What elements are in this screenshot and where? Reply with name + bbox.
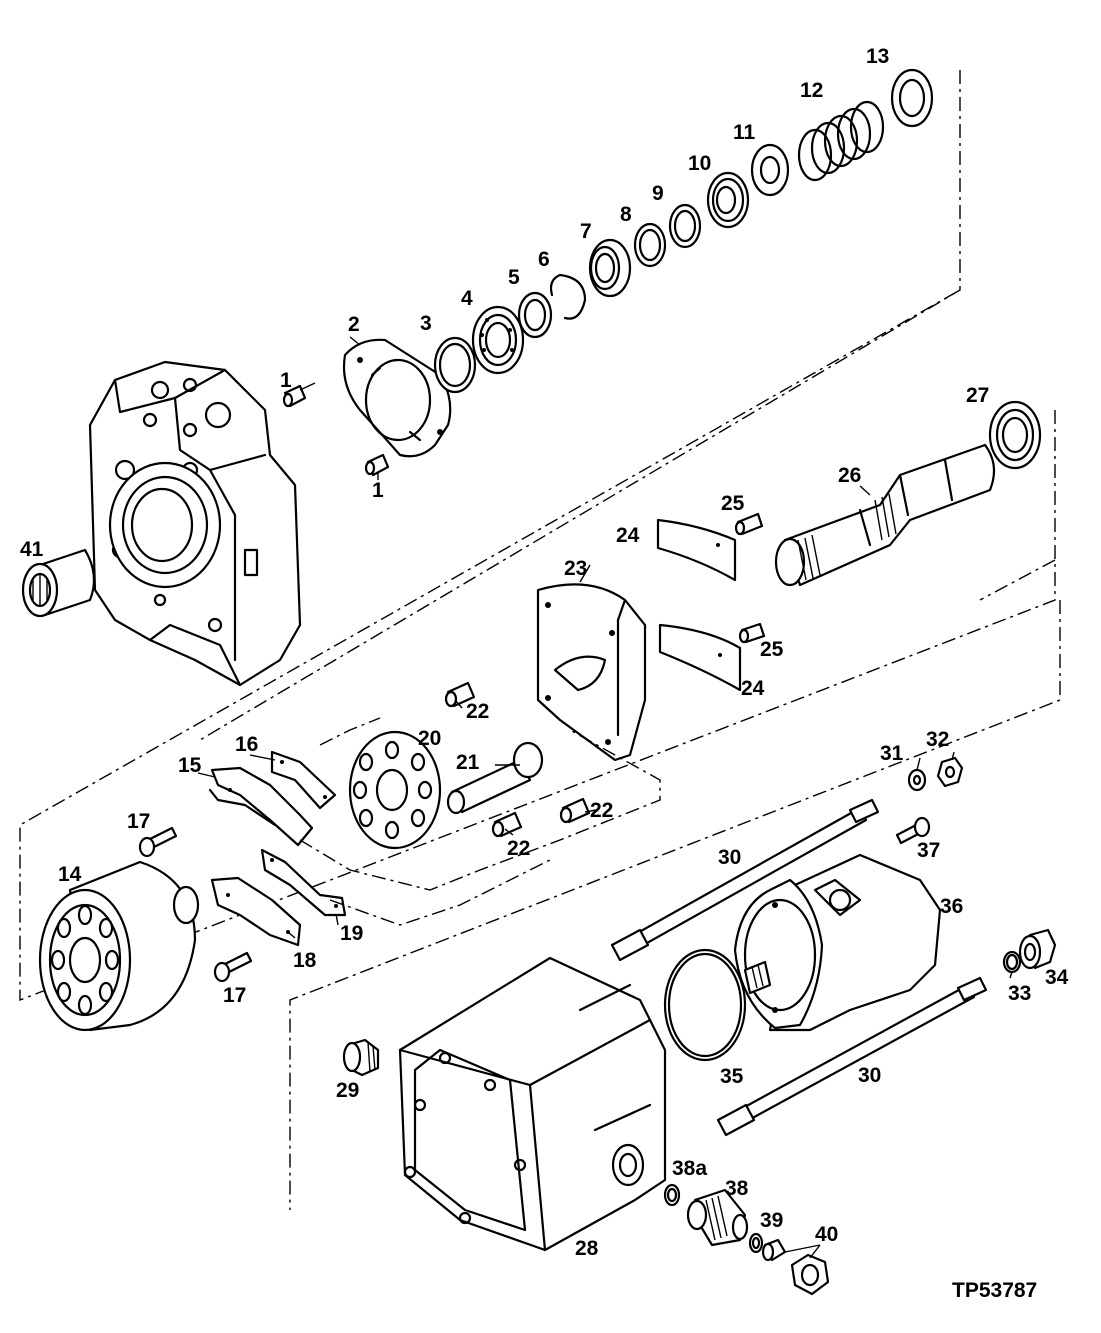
callout-25: 25 [760, 638, 784, 661]
callout-22: 22 [507, 837, 530, 860]
part-24-bearing-segments [656, 518, 742, 692]
part-40-cap-nut [761, 1238, 830, 1296]
part-28-rear-housing [398, 956, 667, 1252]
part-38a-o-ring [663, 1183, 681, 1207]
callout-13: 13 [866, 45, 889, 68]
callout-35: 35 [720, 1065, 744, 1088]
pump-housing-front [88, 360, 302, 687]
part-41-needle-bearing [21, 548, 96, 618]
callout-22: 22 [466, 700, 489, 723]
callout-2: 2 [348, 313, 360, 336]
callout-21: 21 [456, 751, 480, 774]
part-30-studs [610, 798, 988, 1137]
callout-32: 32 [926, 728, 949, 751]
callout-3: 3 [420, 312, 432, 335]
part-33-o-ring [1002, 950, 1022, 974]
callout-7: 7 [580, 220, 592, 243]
part-4-ball-bearing [471, 305, 525, 375]
part-35-o-ring [663, 948, 747, 1062]
callout-10: 10 [688, 152, 711, 175]
callout-22: 22 [590, 799, 613, 822]
callout-24: 24 [616, 524, 640, 547]
part-21-piston [446, 741, 544, 815]
callout-39: 39 [760, 1209, 783, 1232]
callout-1: 1 [372, 479, 384, 502]
callout-34: 34 [1045, 966, 1069, 989]
part-8-o-ring [633, 222, 667, 268]
callout-12: 12 [800, 79, 823, 102]
part-16-gasket [270, 750, 337, 810]
part-11-washer [750, 143, 790, 197]
part-34-plug [1018, 928, 1057, 970]
part-23-swashplate [536, 583, 647, 762]
callout-30: 30 [858, 1064, 881, 1087]
callout-24: 24 [741, 677, 765, 700]
callout-17: 17 [223, 984, 246, 1007]
part-39-o-ring [748, 1232, 764, 1254]
part-1-dowel-pins [282, 384, 390, 477]
part-2-valve-plate [342, 338, 452, 458]
callout-36: 36 [940, 895, 963, 918]
part-29-plug [342, 1038, 380, 1077]
part-37-bolt [895, 816, 931, 845]
callout-38: 38 [725, 1177, 749, 1200]
part-13-washer [890, 68, 934, 128]
part-6-retaining-ring [549, 273, 587, 320]
callout-29: 29 [336, 1079, 359, 1102]
part-25-pins [734, 512, 766, 644]
callout-4: 4 [461, 287, 473, 310]
part-38-fitting [686, 1188, 749, 1247]
part-18-cradle-bracket [210, 876, 302, 947]
assembly-dashed-outlines [299, 717, 661, 926]
callout-26: 26 [838, 464, 861, 487]
callout-41: 41 [20, 538, 44, 561]
callout-25: 25 [721, 492, 745, 515]
figure-reference-id: TP53787 [952, 1279, 1037, 1302]
callout-27: 27 [966, 384, 989, 407]
part-27-bearing [988, 400, 1042, 470]
callout-6: 6 [538, 248, 550, 271]
part-3-snap-ring [433, 336, 477, 394]
part-19-gasket [260, 848, 347, 917]
callout-20: 20 [418, 727, 441, 750]
callout-11: 11 [733, 121, 756, 144]
callout-17: 17 [127, 810, 150, 833]
part-22-pins [444, 681, 591, 838]
callout-9: 9 [652, 182, 664, 205]
part-26-drive-shaft [774, 443, 996, 587]
part-12-spring [797, 100, 885, 182]
callout-labels: 1 1 2 3 4 5 6 7 8 9 10 11 12 13 14 15 16… [20, 45, 1069, 1260]
part-7-seal-carrier [588, 238, 632, 298]
callout-33: 33 [1008, 982, 1031, 1005]
callout-23: 23 [564, 557, 587, 580]
part-5-spacer [517, 291, 553, 339]
callout-19: 19 [340, 922, 363, 945]
assembly-centerlines [19, 70, 1061, 1210]
callout-28: 28 [575, 1237, 599, 1260]
part-32-nut [936, 756, 964, 788]
callout-1: 1 [280, 369, 292, 392]
callout-38a: 38a [672, 1157, 707, 1180]
callout-40: 40 [815, 1223, 838, 1246]
part-31-washer [907, 768, 927, 792]
callout-18: 18 [293, 949, 317, 972]
callout-5: 5 [508, 266, 520, 289]
part-20-retainer-plate [348, 730, 442, 850]
leader-lines [197, 336, 1013, 1259]
callout-8: 8 [620, 203, 632, 226]
callout-14: 14 [58, 863, 82, 886]
part-17-screws [138, 826, 253, 983]
part-9-o-ring [668, 203, 702, 249]
callout-15: 15 [178, 754, 202, 777]
part-15-cradle-bracket [208, 766, 314, 847]
part-14-cylinder-block [38, 860, 200, 1032]
callout-16: 16 [235, 733, 258, 756]
callout-31: 31 [880, 742, 904, 765]
part-36-charge-pump [733, 853, 942, 1032]
callout-30: 30 [718, 846, 741, 869]
part-10-shaft-seal [706, 171, 750, 229]
callout-37: 37 [917, 839, 940, 862]
